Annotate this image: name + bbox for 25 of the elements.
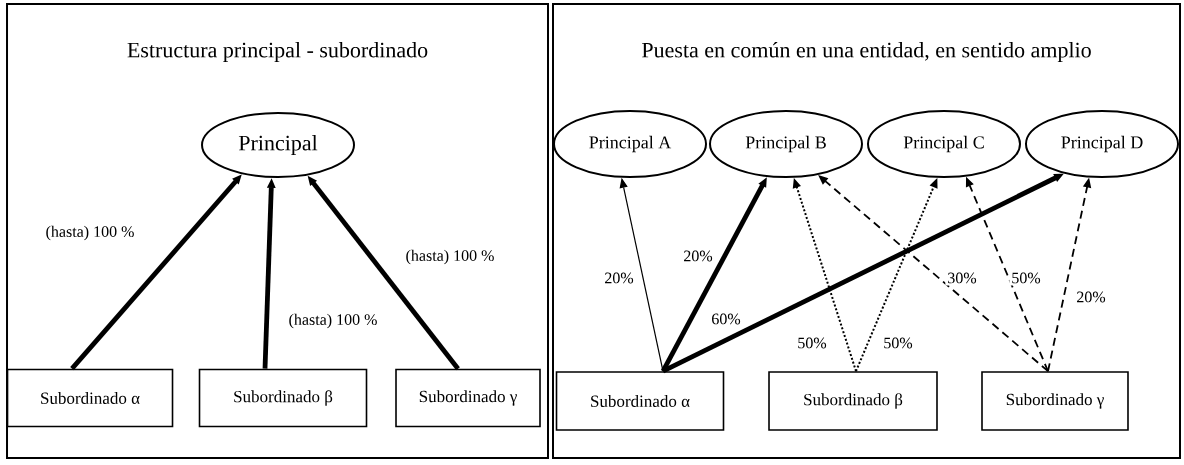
ellipse-node: Principal B xyxy=(709,110,863,178)
edge-label: 20% xyxy=(602,270,636,286)
box-node: Subordinado γ xyxy=(981,371,1129,431)
edge-label: 20% xyxy=(681,248,715,264)
box-node: Subordinado β xyxy=(768,371,938,431)
edge-label: 50% xyxy=(795,335,829,351)
edge-label: (hasta) 100 % xyxy=(286,311,380,331)
arrow xyxy=(818,175,1049,373)
edge-label: (hasta) 100 % xyxy=(43,223,137,243)
ellipse-node: Principal xyxy=(201,112,355,178)
ellipse-node: Principal C xyxy=(867,110,1021,178)
edge-label: 50% xyxy=(1009,270,1043,286)
edge-label: 50% xyxy=(881,335,915,351)
box-node: Subordinado α xyxy=(6,368,174,428)
edge-label: 20% xyxy=(1074,289,1108,305)
box-node: Subordinado β xyxy=(198,368,368,428)
ellipse-node: Principal D xyxy=(1025,110,1179,178)
box-node: Subordinado α xyxy=(555,371,725,431)
edge-label: 60% xyxy=(709,311,743,327)
panel-title: Estructura principal - subordinado xyxy=(127,42,428,62)
ellipse-node: Principal A xyxy=(553,110,707,178)
edge-label: 30% xyxy=(945,270,979,286)
box-node: Subordinado γ xyxy=(395,368,541,428)
edge-label: (hasta) 100 % xyxy=(403,247,497,267)
panel-title: Puesta en común en una entidad, en sentido amplio xyxy=(642,42,1091,62)
